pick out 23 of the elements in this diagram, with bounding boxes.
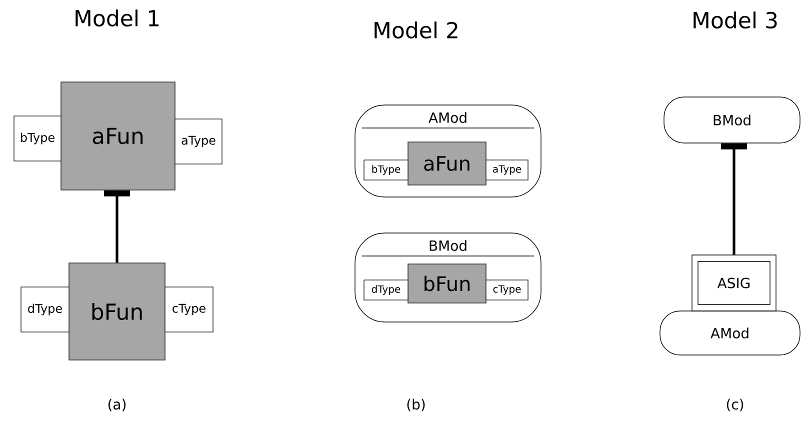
- type-box: cType: [486, 280, 528, 300]
- function-box: aFun: [408, 142, 486, 186]
- function-box: aFun: [60, 82, 176, 190]
- module-box: AMod: [660, 310, 800, 356]
- panel-label: (b): [407, 398, 425, 412]
- panel-label: (c): [726, 398, 744, 412]
- function-box: bFun: [68, 262, 166, 360]
- signature-box: ASIG: [692, 254, 776, 312]
- type-box: aType: [486, 160, 528, 180]
- type-box: aType: [174, 118, 222, 164]
- type-box: bType: [364, 160, 408, 180]
- panel-label: (a): [108, 398, 126, 412]
- type-box: bType: [14, 116, 62, 162]
- connector: [104, 190, 130, 263]
- type-box: dType: [20, 286, 70, 332]
- model-heading: Model 3: [694, 12, 777, 29]
- module-box: BMod: [664, 96, 800, 144]
- model-heading: Model 2: [374, 21, 458, 39]
- type-box: cType: [164, 286, 214, 332]
- function-box: bFun: [408, 264, 486, 304]
- connector: [721, 143, 747, 255]
- type-box: dType: [364, 280, 408, 300]
- model-heading: Model 1: [76, 9, 158, 27]
